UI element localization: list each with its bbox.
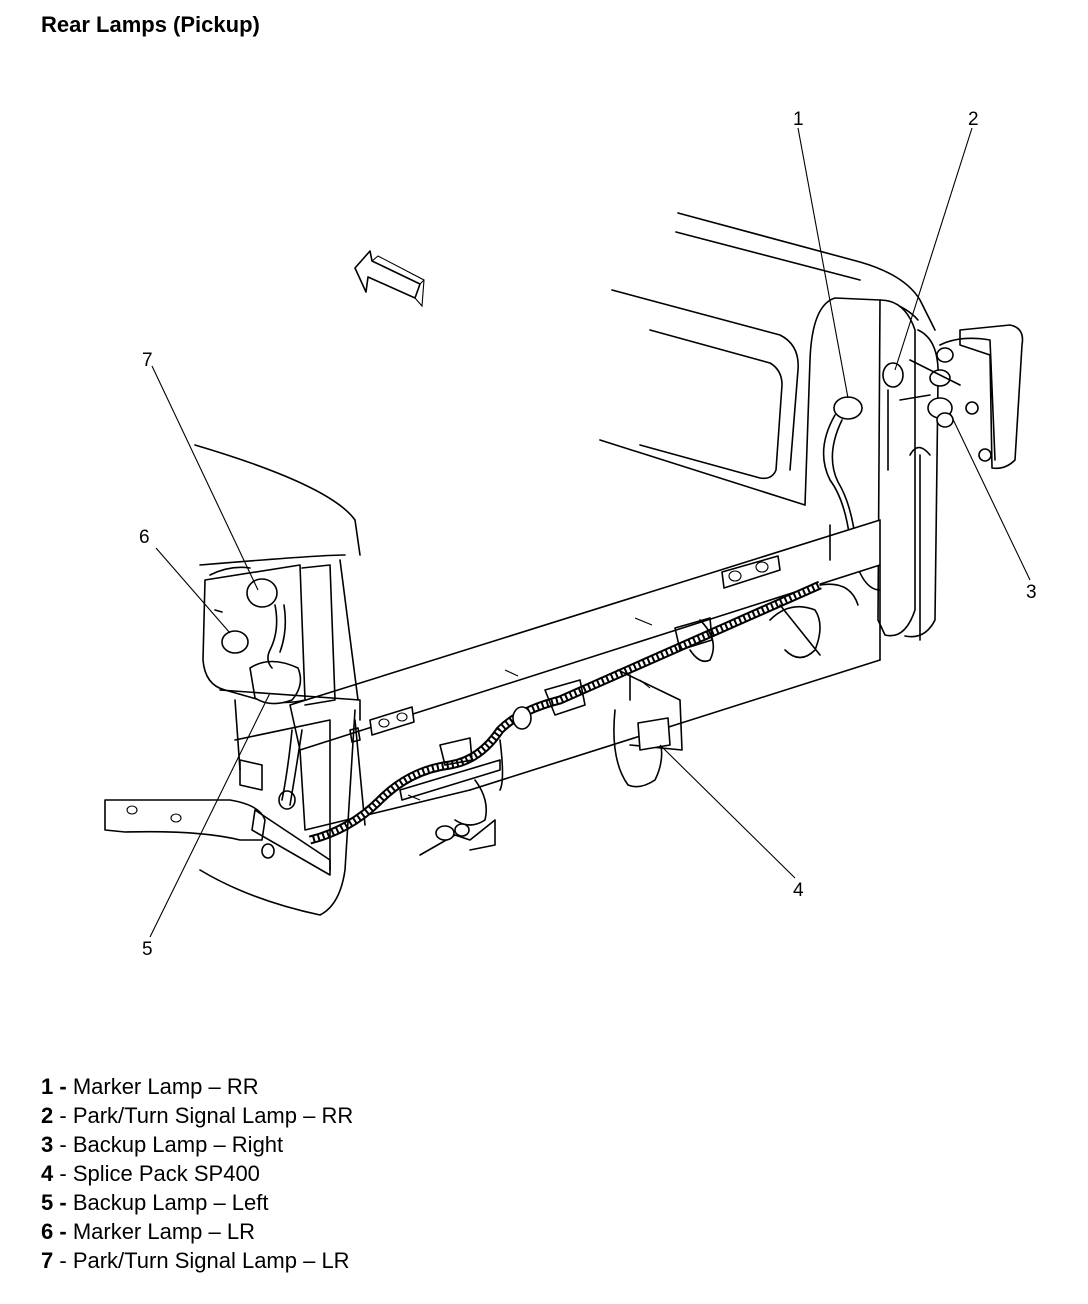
leader-lines: [149, 127, 1031, 938]
rear-crossmember: [289, 519, 881, 831]
callout-7: 7: [142, 350, 153, 371]
leader-line-1: [797, 127, 849, 399]
legend-item: 6 - Marker Lamp – LR: [41, 1217, 353, 1246]
legend-separator: -: [53, 1074, 73, 1099]
leader-line-3: [949, 412, 1031, 581]
legend-item: 1 - Marker Lamp – RR: [41, 1072, 353, 1101]
callout-labels: 1 2 3 4 5 6 7: [139, 109, 1037, 960]
legend-number: 7: [41, 1248, 54, 1273]
legend-text: Backup Lamp – Left: [72, 1190, 269, 1215]
legend-separator: -: [53, 1103, 73, 1128]
legend-number: 4: [41, 1161, 54, 1186]
left-tail-lamp-housing: [104, 444, 361, 916]
legend-item: 4 - Splice Pack SP400: [41, 1159, 353, 1188]
leader-line-7: [151, 365, 259, 591]
truck-bed-outline: [599, 212, 936, 506]
leader-line-2: [894, 127, 973, 371]
legend-number: 6: [41, 1219, 54, 1244]
callout-3: 3: [1026, 582, 1037, 603]
legend-text: Marker Lamp – RR: [72, 1074, 259, 1099]
leader-line-4: [659, 744, 796, 879]
callout-2: 2: [968, 109, 979, 130]
legend-item: 2 - Park/Turn Signal Lamp – RR: [41, 1101, 353, 1130]
legend-separator: -: [53, 1190, 73, 1215]
legend-text: Splice Pack SP400: [72, 1161, 260, 1186]
legend-item: 5 - Backup Lamp – Left: [41, 1188, 353, 1217]
leader-line-5: [149, 692, 271, 938]
wiring-harness: [308, 580, 859, 845]
legend-number: 1: [41, 1074, 54, 1099]
callout-6: 6: [139, 527, 150, 548]
legend-number: 5: [41, 1190, 54, 1215]
legend-item: 7 - Park/Turn Signal Lamp – LR: [41, 1246, 353, 1275]
forward-direction-arrow: [354, 250, 425, 308]
leader-line-6: [155, 547, 231, 634]
callout-1: 1: [793, 109, 804, 130]
page-title: Rear Lamps (Pickup): [41, 12, 260, 37]
component-legend: 1 - Marker Lamp – RR 2 - Park/Turn Signa…: [41, 1072, 353, 1275]
legend-number: 2: [41, 1103, 54, 1128]
legend-separator: -: [53, 1248, 73, 1273]
legend-text: Park/Turn Signal Lamp – LR: [72, 1248, 350, 1273]
legend-separator: -: [53, 1219, 73, 1244]
harness-bolt: [419, 819, 496, 856]
callout-5: 5: [142, 939, 153, 960]
right-tail-lamp-housing: [822, 299, 1024, 641]
legend-text: Marker Lamp – LR: [72, 1219, 255, 1244]
legend-separator: -: [53, 1132, 73, 1157]
legend-text: Park/Turn Signal Lamp – RR: [72, 1103, 354, 1128]
callout-4: 4: [793, 880, 804, 901]
legend-text: Backup Lamp – Right: [72, 1132, 284, 1157]
legend-number: 3: [41, 1132, 54, 1157]
legend-item: 3 - Backup Lamp – Right: [41, 1130, 353, 1159]
legend-separator: -: [53, 1161, 73, 1186]
